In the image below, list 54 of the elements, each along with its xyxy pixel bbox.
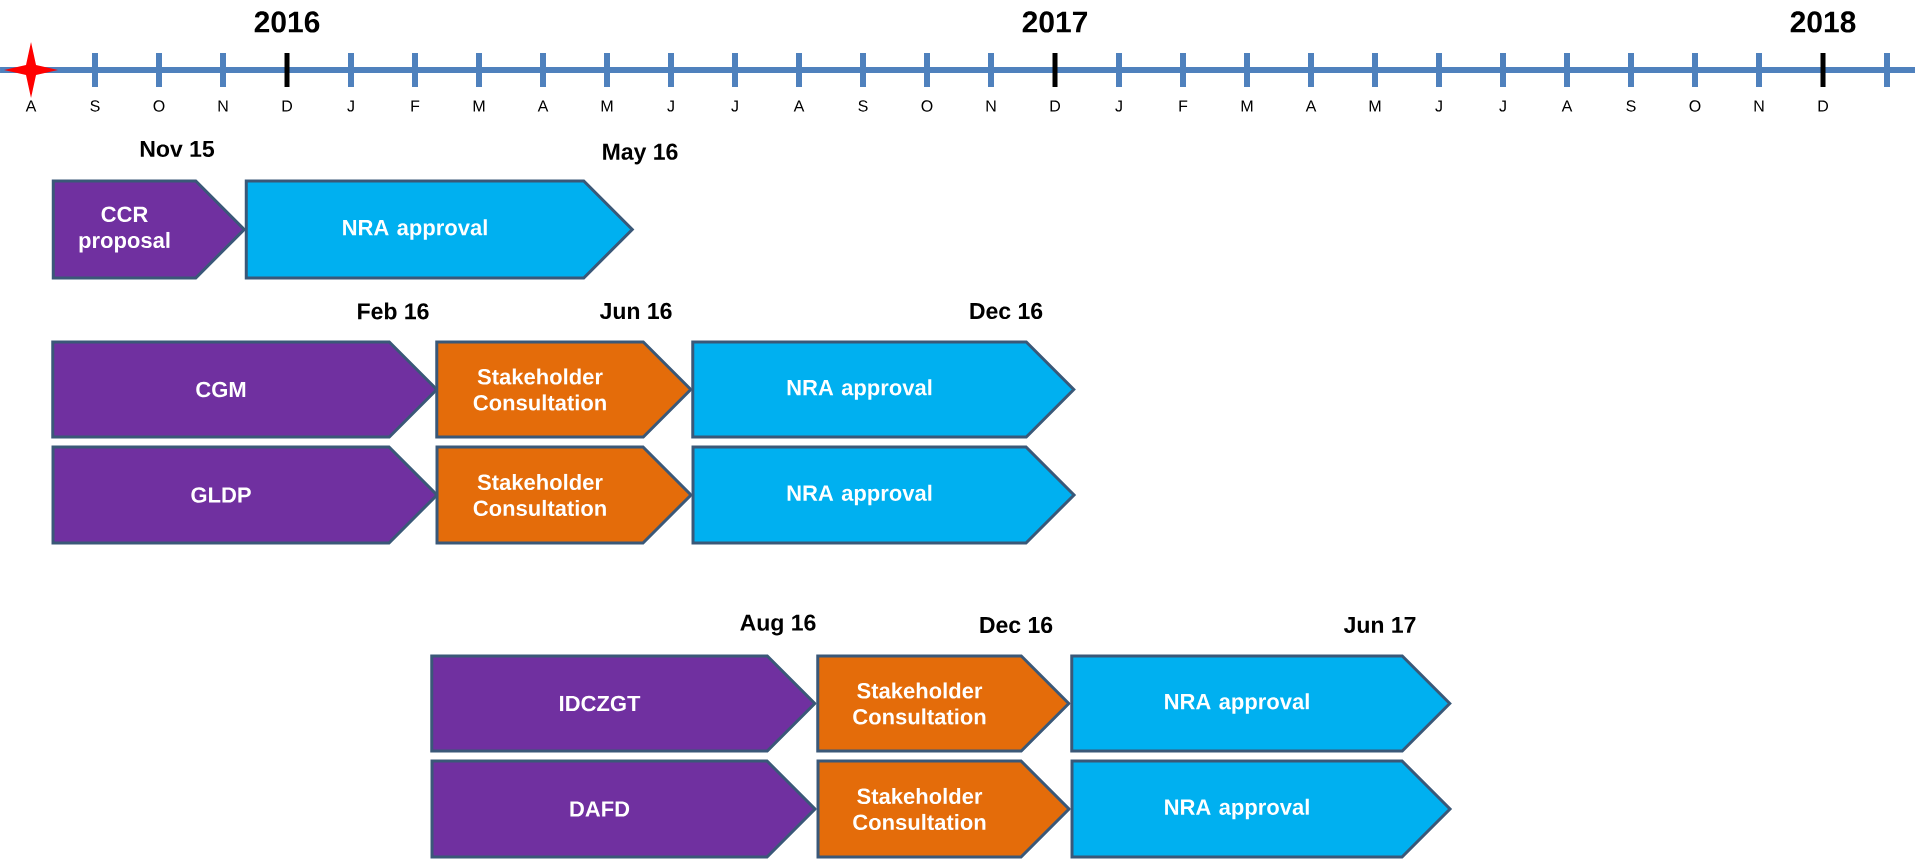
month-label: J [347,100,354,112]
month-label: S [858,100,868,112]
chevron-box: DAFD [430,759,818,859]
month-label: M [601,100,613,112]
chevron-box: Stakeholder Consultation [435,445,694,545]
chevron-box: Stakeholder Consultation [816,759,1072,859]
month-label: D [282,100,293,112]
month-label: D [1818,100,1828,112]
chevron-box: CGM [51,340,439,439]
chevron-box: NRA approval [244,179,635,280]
date-label: Aug 16 [740,614,816,636]
month-label: J [731,100,738,112]
date-label: Jun 16 [599,302,672,320]
month-label: O [153,100,165,112]
month-label: F [1179,100,1188,112]
date-label: Dec 16 [970,302,1043,320]
month-label: D [1050,100,1060,112]
month-label: J [667,100,674,112]
date-label: May 16 [603,143,678,165]
month-label: N [1754,100,1764,112]
month-label: F [411,100,420,112]
chevron-box: NRA approval [1070,759,1453,859]
year-label: 2017 [1022,11,1088,33]
month-label: S [90,100,100,112]
month-label: A [793,100,805,112]
chevron-box: GLDP [51,445,440,545]
date-label: Feb 16 [358,302,429,320]
month-label: M [1369,100,1381,112]
month-label: A [537,100,549,112]
month-label: O [921,100,933,112]
month-label: J [1435,100,1442,112]
month-label: A [1561,100,1573,112]
chevron-box: IDCZGT [430,654,817,753]
date-label: Jun 17 [1343,616,1416,633]
year-label: 2018 [1790,11,1856,33]
month-label: A [1305,100,1317,112]
month-label: J [1499,100,1506,112]
chevron-box: Stakeholder Consultation [816,654,1071,753]
chevron-box: CCR proposal [51,179,247,280]
month-label: M [1241,100,1253,112]
chevron-box: Stakeholder Consultation [435,340,693,439]
month-label: A [25,100,37,112]
month-label: M [473,100,485,112]
chevron-box: NRA approval [691,340,1076,439]
chevron-box: NRA approval [1070,654,1452,753]
year-label: 2016 [254,11,320,33]
month-label: O [1689,100,1701,112]
month-label: S [1626,100,1636,112]
month-label: N [218,100,228,112]
chevron-box: NRA approval [691,445,1077,545]
date-label: Dec 16 [980,616,1053,634]
month-label: J [1115,100,1122,112]
date-label: Nov 15 [140,140,215,157]
month-label: N [986,100,996,112]
